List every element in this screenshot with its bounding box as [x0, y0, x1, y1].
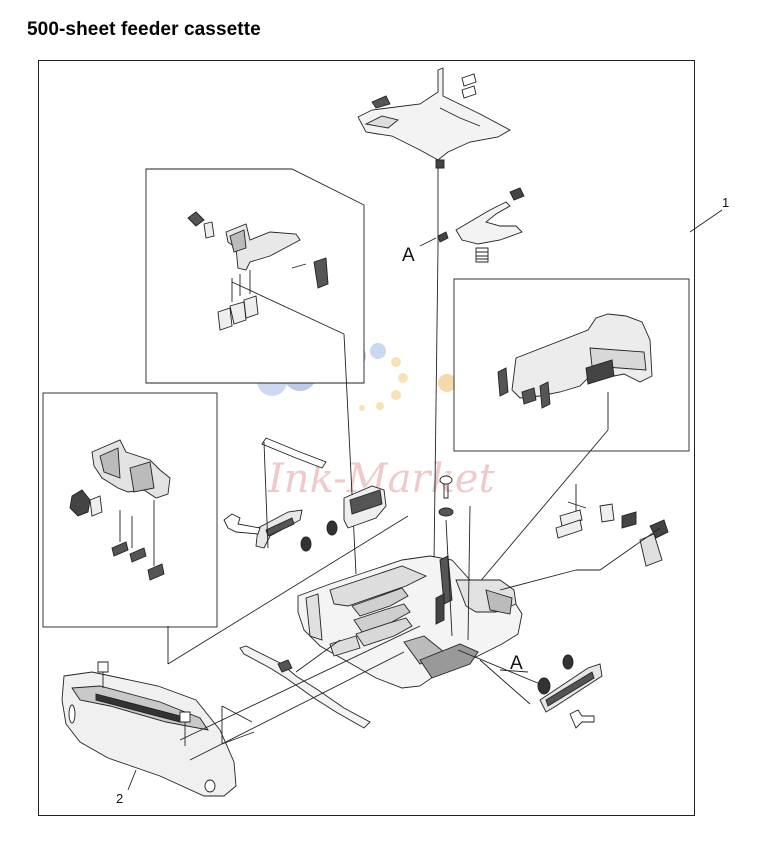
separation-pad-arm: [261, 437, 387, 529]
leader-inset1-b: [343, 333, 357, 575]
inset1-guide-bracket: [187, 211, 329, 331]
ref-label-a-top: A: [402, 245, 415, 266]
lift-mid-plate: [437, 187, 525, 263]
callout-2: 2: [116, 791, 123, 806]
leader-washer: [445, 519, 453, 637]
callout-1: 1: [722, 195, 729, 210]
right-gear-bracket: [457, 649, 603, 729]
inset-top-left-frame: [145, 168, 365, 384]
diagram-frame: [38, 60, 695, 816]
lift-plate-top: [357, 67, 511, 169]
ref-a-bottom-leader: [499, 669, 529, 673]
page-title: 500-sheet feeder cassette: [27, 19, 261, 40]
cassette-tray-body: [297, 555, 523, 689]
leader-shaft: [467, 505, 471, 641]
inset3-rear-guide: [69, 439, 171, 581]
inset-left-frame: [42, 392, 218, 628]
callout-1-leader: [689, 209, 723, 233]
ref-label-a-bottom: A: [510, 653, 523, 674]
pickup-bracket: [223, 509, 338, 552]
leader-inset2-b: [477, 429, 609, 585]
actuator-linkage: [239, 639, 371, 729]
leader-line-inset3-b: [167, 515, 409, 665]
inset2-side-guide: [497, 313, 653, 409]
leader-inset1-a: [231, 281, 345, 335]
leader-pad: [263, 441, 269, 549]
callout-2-leader: [127, 769, 137, 791]
right-side-parts: [499, 484, 669, 591]
screw-top: [439, 475, 453, 499]
washer: [438, 507, 454, 517]
ref-a-top-leader: [419, 237, 437, 247]
front-cover: [61, 625, 421, 797]
